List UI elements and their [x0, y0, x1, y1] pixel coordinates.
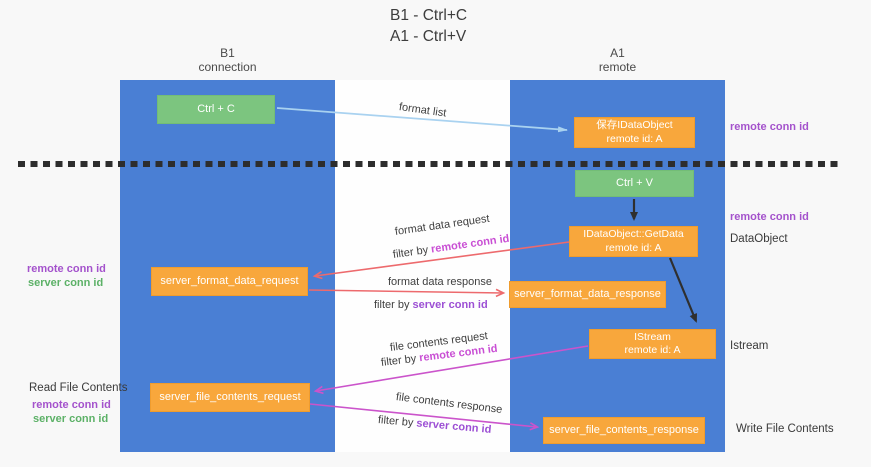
title-line-1: B1 - Ctrl+C [390, 7, 468, 24]
node-istream: IStream remote id: A [589, 329, 716, 359]
node-server-format-data-request-label: server_format_data_request [160, 274, 299, 287]
node-idataobject-getdata: IDataObject::GetData remote id: A [569, 226, 698, 257]
node-server-file-contents-response: server_file_contents_response [543, 417, 705, 444]
node-ctrl-v: Ctrl + V [575, 170, 694, 197]
node-save-idataobject: 保存IDataObject remote id: A [574, 117, 695, 148]
lane-header-b1: B1 connection [120, 46, 335, 74]
lane-b1-role: connection [198, 60, 257, 74]
node-server-format-data-response: server_format_data_response [509, 281, 666, 308]
label-left-remote-conn-id-top: remote conn id [27, 263, 106, 275]
node-server-file-contents-response-label: server_file_contents_response [549, 423, 699, 436]
label-left-server-conn-id-bottom: server conn id [33, 413, 109, 425]
node-istream-line1: IStream [634, 330, 671, 343]
label-left-remote-conn-id-bottom: remote conn id [32, 399, 111, 411]
node-server-file-contents-request: server_file_contents_request [150, 383, 310, 412]
node-save-idataobject-line1: 保存IDataObject [596, 119, 673, 131]
label-write-file-contents: Write File Contents [736, 423, 834, 435]
node-ctrl-v-label: Ctrl + V [616, 176, 653, 189]
lane-a1-role: remote [598, 60, 637, 74]
label-dataobject: DataObject [730, 233, 788, 245]
node-getdata-line2: remote id: A [605, 241, 662, 254]
label-right-remote-conn-id-mid: remote conn id [730, 211, 809, 223]
node-save-idataobject-line2: remote id: A [606, 132, 663, 145]
filter-by-text: filter by [374, 299, 413, 311]
title-line-2: A1 - Ctrl+V [390, 28, 467, 45]
lane-a1-name: A1 [610, 46, 625, 60]
label-left-server-conn-id-top: server conn id [28, 277, 104, 289]
node-getdata-line1: IDataObject::GetData [583, 228, 684, 240]
lane-header-a1: A1 remote [510, 46, 725, 74]
node-server-format-data-response-label: server_format_data_response [514, 287, 661, 300]
node-server-format-data-request: server_format_data_request [151, 267, 308, 296]
label-filter-by-server-1: filter by server conn id [374, 299, 488, 311]
label-right-remote-conn-id-top: remote conn id [730, 121, 809, 133]
diagram-title: B1 - Ctrl+C A1 - Ctrl+V [390, 5, 467, 47]
server-conn-id-text: server conn id [412, 299, 488, 311]
node-ctrl-c: Ctrl + C [157, 95, 275, 124]
node-istream-line2: remote id: A [624, 344, 681, 356]
node-ctrl-c-label: Ctrl + C [197, 102, 235, 115]
label-read-file-contents: Read File Contents [29, 382, 128, 394]
lane-b1-name: B1 [220, 46, 235, 60]
label-istream: Istream [730, 340, 769, 352]
label-format-data-response: format data response [388, 276, 492, 288]
node-server-file-contents-request-label: server_file_contents_request [159, 390, 301, 403]
